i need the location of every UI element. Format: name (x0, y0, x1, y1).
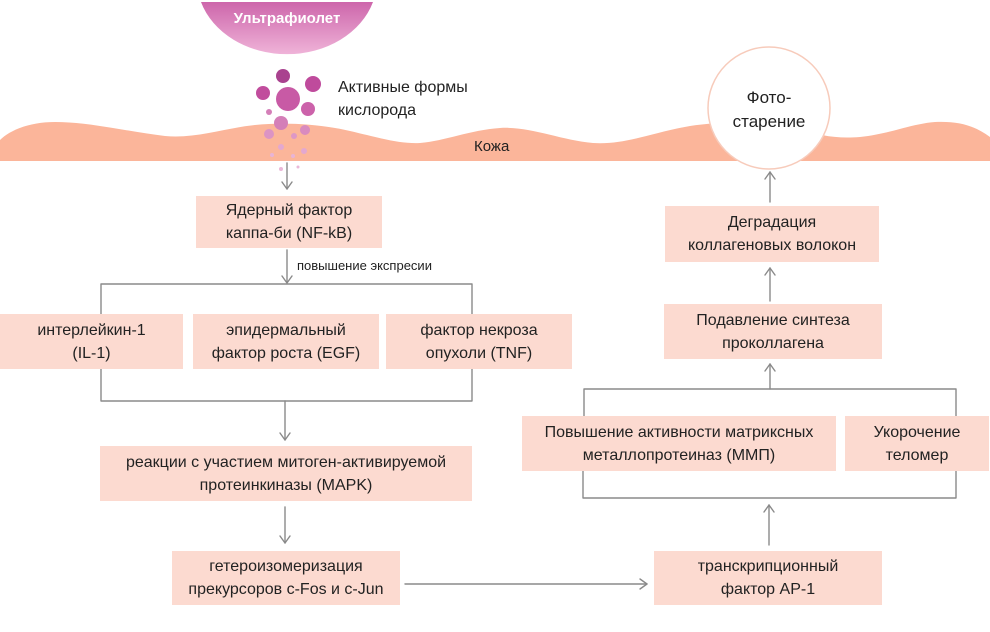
ros-bubble (276, 87, 300, 111)
box-telomere: Укорочение теломер (845, 416, 989, 471)
arrow-degradation-to-photoaging (764, 171, 776, 203)
box-text-line: Подавление синтеза (696, 311, 850, 329)
arrow-effects-to-procollagen (764, 363, 776, 390)
box-text-line: протеинкиназы (MAPK) (199, 476, 373, 494)
box-ap1: транскрипционный фактор AP-1 (654, 551, 882, 605)
box-text-line: реакции с участием митоген-активируемой (125, 453, 447, 471)
expression-increase-label: повышение экспресии (297, 258, 432, 273)
photoaging-label-line: старение (732, 112, 806, 131)
box-text-line: прекурсоров c-Fos и c-Jun (188, 581, 384, 598)
box-text-line: коллагеновых волокон (687, 237, 857, 254)
box-text-line: Ядерный фактор (225, 202, 353, 219)
uv-banner-shape (201, 2, 373, 55)
box-text-line: Повышение активности матриксных (544, 423, 814, 441)
box-text-line: теломер (885, 446, 949, 464)
ros-bubble (300, 125, 310, 135)
ros-bubble (264, 129, 274, 139)
ros-bubble (301, 148, 307, 154)
arrow-ap1-to-effects (763, 504, 775, 546)
ros-bubble (291, 133, 297, 139)
box-text-line: эпидермальный (226, 321, 346, 339)
ros-bubble (270, 153, 274, 157)
box-procollagen: Подавление синтеза проколлагена (664, 304, 882, 359)
box-text-line: Укорочение (873, 423, 961, 441)
uv-label: Ультрафиолет (233, 10, 341, 27)
ros-bubble (279, 167, 283, 171)
arrow-ros-to-nfkb (281, 162, 293, 190)
ros-bubble (291, 154, 295, 158)
bracket-cytokines-bottom (100, 368, 473, 402)
ros-bubble (276, 69, 290, 83)
photoaging-label-line: Фото- (746, 88, 792, 107)
box-text-line: фактор роста (EGF) (211, 344, 361, 362)
photoaging-circle (707, 46, 831, 170)
ros-bubble (256, 86, 270, 100)
box-text-line: каппа-би (NF-kB) (225, 225, 353, 242)
ros-bubble (301, 102, 315, 116)
ros-label-line: Активные формы (338, 79, 468, 96)
ros-bubble (296, 165, 300, 169)
box-mapk: реакции с участием митоген-активируемой … (100, 446, 472, 501)
photoaging-label: Фото- старение (709, 86, 829, 134)
ros-bubble (278, 144, 284, 150)
skin-label: Кожа (474, 138, 510, 155)
arrow-heteroisomerization-to-ap1 (404, 578, 648, 590)
box-egf: эпидермальный фактор роста (EGF) (193, 314, 379, 369)
ros-label: Активные формы кислорода (338, 76, 468, 122)
box-text-line: Деградация (727, 214, 817, 231)
box-text-line: фактор AP-1 (720, 581, 816, 598)
box-text-line: гетероизомеризация (209, 558, 363, 575)
arrow-procollagen-to-degradation (764, 267, 776, 302)
box-text-line: металлопротеиназ (ММП) (582, 446, 776, 464)
ros-label-line: кислорода (338, 102, 417, 119)
ros-bubble (274, 116, 288, 130)
arrow-cytokines-to-mapk (279, 400, 291, 441)
ros-bubble (266, 109, 272, 115)
ros-bubbles (256, 69, 321, 171)
box-mmp: Повышение активности матриксных металлоп… (522, 416, 836, 471)
bracket-cytokines-top (100, 283, 473, 315)
box-text-line: (IL-1) (72, 344, 111, 362)
bracket-effects-bottom (582, 470, 957, 499)
box-text-line: опухоли (TNF) (425, 344, 533, 362)
box-tnf: фактор некроза опухоли (TNF) (386, 314, 572, 369)
box-collagen-degradation: Деградация коллагеновых волокон (665, 206, 879, 262)
box-text-line: транскрипционный (697, 558, 839, 575)
ros-bubble (305, 76, 321, 92)
box-text-line: интерлейкин-1 (37, 321, 146, 339)
box-heteroisomerization: гетероизомеризация прекурсоров c-Fos и c… (172, 551, 400, 605)
box-nfkb: Ядерный фактор каппа-би (NF-kB) (196, 196, 382, 248)
bracket-effects-top (583, 388, 957, 417)
arrow-nfkb-to-cytokines (281, 249, 293, 284)
arrow-mapk-to-heteroisomerization (279, 506, 291, 544)
box-text-line: проколлагена (722, 334, 824, 352)
box-il1: интерлейкин-1 (IL-1) (0, 314, 183, 369)
box-text-line: фактор некроза (420, 321, 538, 339)
